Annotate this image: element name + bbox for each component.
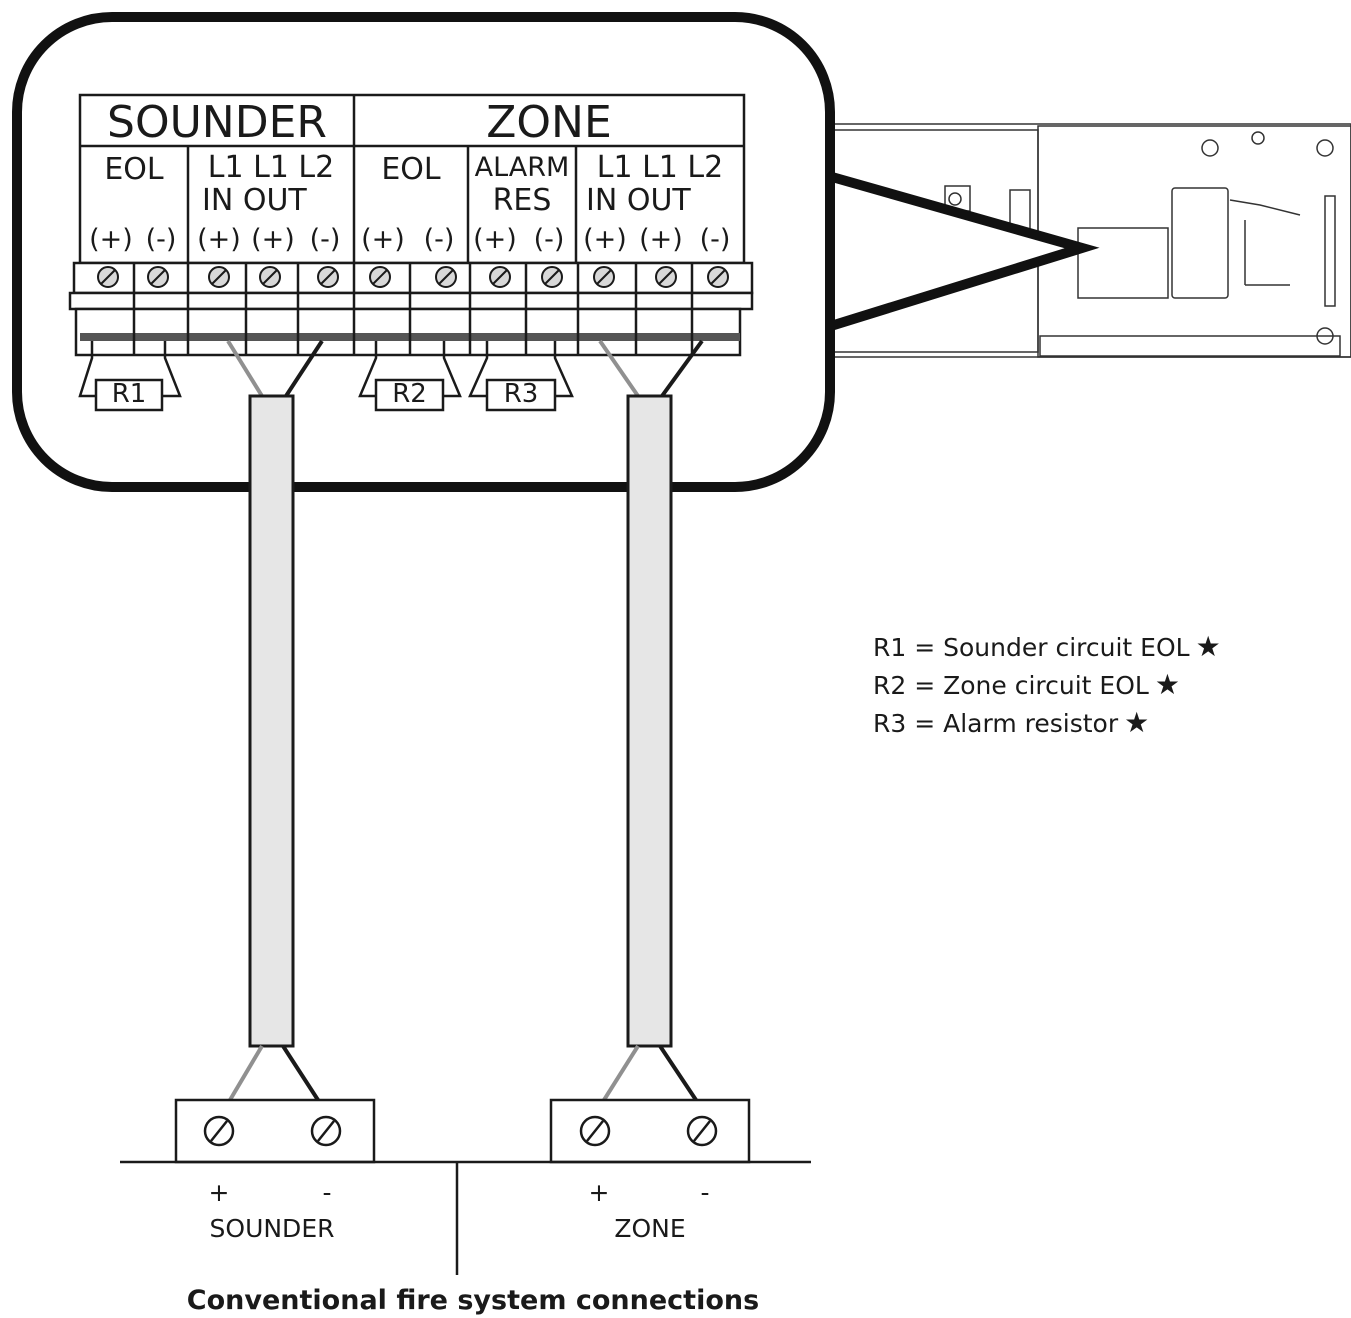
polarity-12: (-) [699,224,731,255]
star-icon: ★ [1195,630,1221,663]
terminal-screw-7 [435,266,457,288]
sounder-terminal-box [174,1098,376,1164]
legend-r3: R3 = Alarm resistor★ [873,706,1150,739]
sounder-label: SOUNDER [209,1214,335,1243]
resistor-r2-label: R2 [392,379,427,409]
sub-sounder-inout: IN OUT [202,183,307,218]
zone-plus: + [588,1178,610,1207]
polarity-4: (+) [251,224,295,255]
sub-sounder-eol: EOL [104,152,164,187]
terminal-screw-11 [655,266,677,288]
legend-r2: R2 = Zone circuit EOL★ [873,668,1180,701]
terminal-screw-8 [489,266,511,288]
polarity-6: (+) [361,224,405,255]
polarity-9: (-) [533,224,565,255]
sounder-minus: - [322,1178,332,1207]
sounder-cable [226,339,324,1102]
resistor-r2 [358,341,462,412]
polarity-1: (+) [89,224,133,255]
terminal-screw-3 [208,266,230,288]
sub-zone-l1: L1 L1 L2 [596,150,724,185]
diagram-caption: Conventional fire system connections [186,1285,760,1316]
terminal-screw-1 [97,266,119,288]
star-icon: ★ [1154,668,1180,701]
polarity-2: (-) [145,224,177,255]
polarity-3: (+) [197,224,241,255]
polarity-11: (+) [639,224,683,255]
polarity-7: (-) [423,224,455,255]
resistor-r1 [78,341,182,412]
legend-r1: R1 = Sounder circuit EOL★ [873,630,1221,663]
callout-bubble [12,12,835,492]
zone-label: ZONE [614,1214,686,1243]
terminal-screw-2 [147,266,169,288]
polarity-10: (+) [583,224,627,255]
terminal-screw-6 [369,266,391,288]
sub-zone-eol: EOL [381,152,441,187]
zone-cable [598,339,704,1102]
terminal-screw-10 [593,266,615,288]
sub-sounder-l1: L1 L1 L2 [207,150,335,185]
sub-zone-inout: IN OUT [586,183,691,218]
resistor-r3-label: R3 [503,379,539,409]
header-sounder: SOUNDER [107,97,327,148]
polarity-5: (-) [309,224,341,255]
resistor-r3 [468,341,574,412]
resistor-r1-label: R1 [111,379,147,409]
terminal-block [68,261,754,357]
sub-zone-alarm: ALARM [474,152,570,183]
control-panel-device [827,123,1351,358]
star-icon: ★ [1124,706,1150,739]
terminal-screw-9 [541,266,563,288]
base-line [120,1160,811,1275]
header-zone: ZONE [486,97,612,148]
zone-minus: - [700,1178,710,1207]
legend: R1 = Sounder circuit EOL★ R2 = Zone circ… [873,628,1221,742]
terminal-screw-4 [259,266,281,288]
polarity-8: (+) [473,224,517,255]
zone-terminal-box [549,1098,751,1164]
terminal-screw-5 [317,266,339,288]
sub-zone-res: RES [492,183,552,218]
terminal-screw-12 [707,266,729,288]
sounder-plus: + [208,1178,230,1207]
